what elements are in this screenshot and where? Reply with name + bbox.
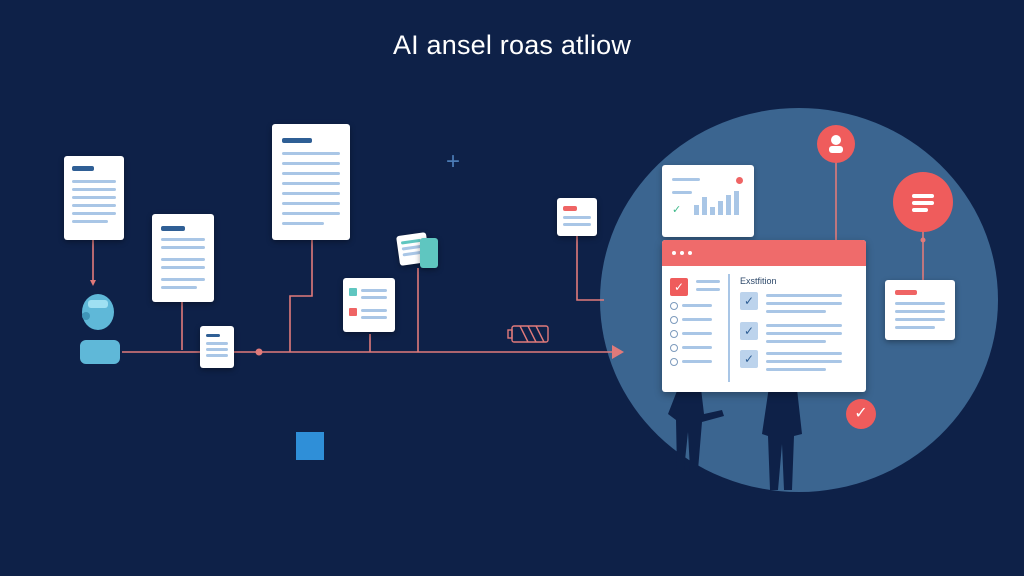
check-mark-icon: ✓ xyxy=(672,204,682,216)
check-icon: ✓ xyxy=(846,399,876,429)
document-card-5 xyxy=(557,198,597,236)
document-card-2 xyxy=(152,214,214,302)
small-document-card xyxy=(200,326,234,368)
blue-square xyxy=(296,432,324,460)
checkbox-icon: ✓ xyxy=(740,322,758,340)
list-document-card xyxy=(343,278,395,332)
checkbox-icon: ✓ xyxy=(740,292,758,310)
mini-card-stack-2 xyxy=(420,238,438,268)
document-card-3 xyxy=(272,124,350,240)
right-document-card xyxy=(885,280,955,340)
document-card-1 xyxy=(64,156,124,240)
panel-header xyxy=(662,240,866,266)
analytics-card: ✓ xyxy=(662,165,754,237)
plus-icon: + xyxy=(446,148,461,175)
arrow-right-icon xyxy=(612,345,624,359)
panel-label: Exstfition xyxy=(740,276,777,286)
main-panel: ✓ Exstfition ✓ ✓ ✓ xyxy=(662,240,866,392)
robot-head-icon xyxy=(80,294,120,364)
checkbox-icon: ✓ xyxy=(740,350,758,368)
menu-icon xyxy=(893,172,953,232)
user-icon xyxy=(817,125,855,163)
diagram-title: AI ansel roas atliow xyxy=(392,30,632,60)
checked-checkbox-icon: ✓ xyxy=(670,278,688,296)
battery-icon xyxy=(507,325,549,343)
